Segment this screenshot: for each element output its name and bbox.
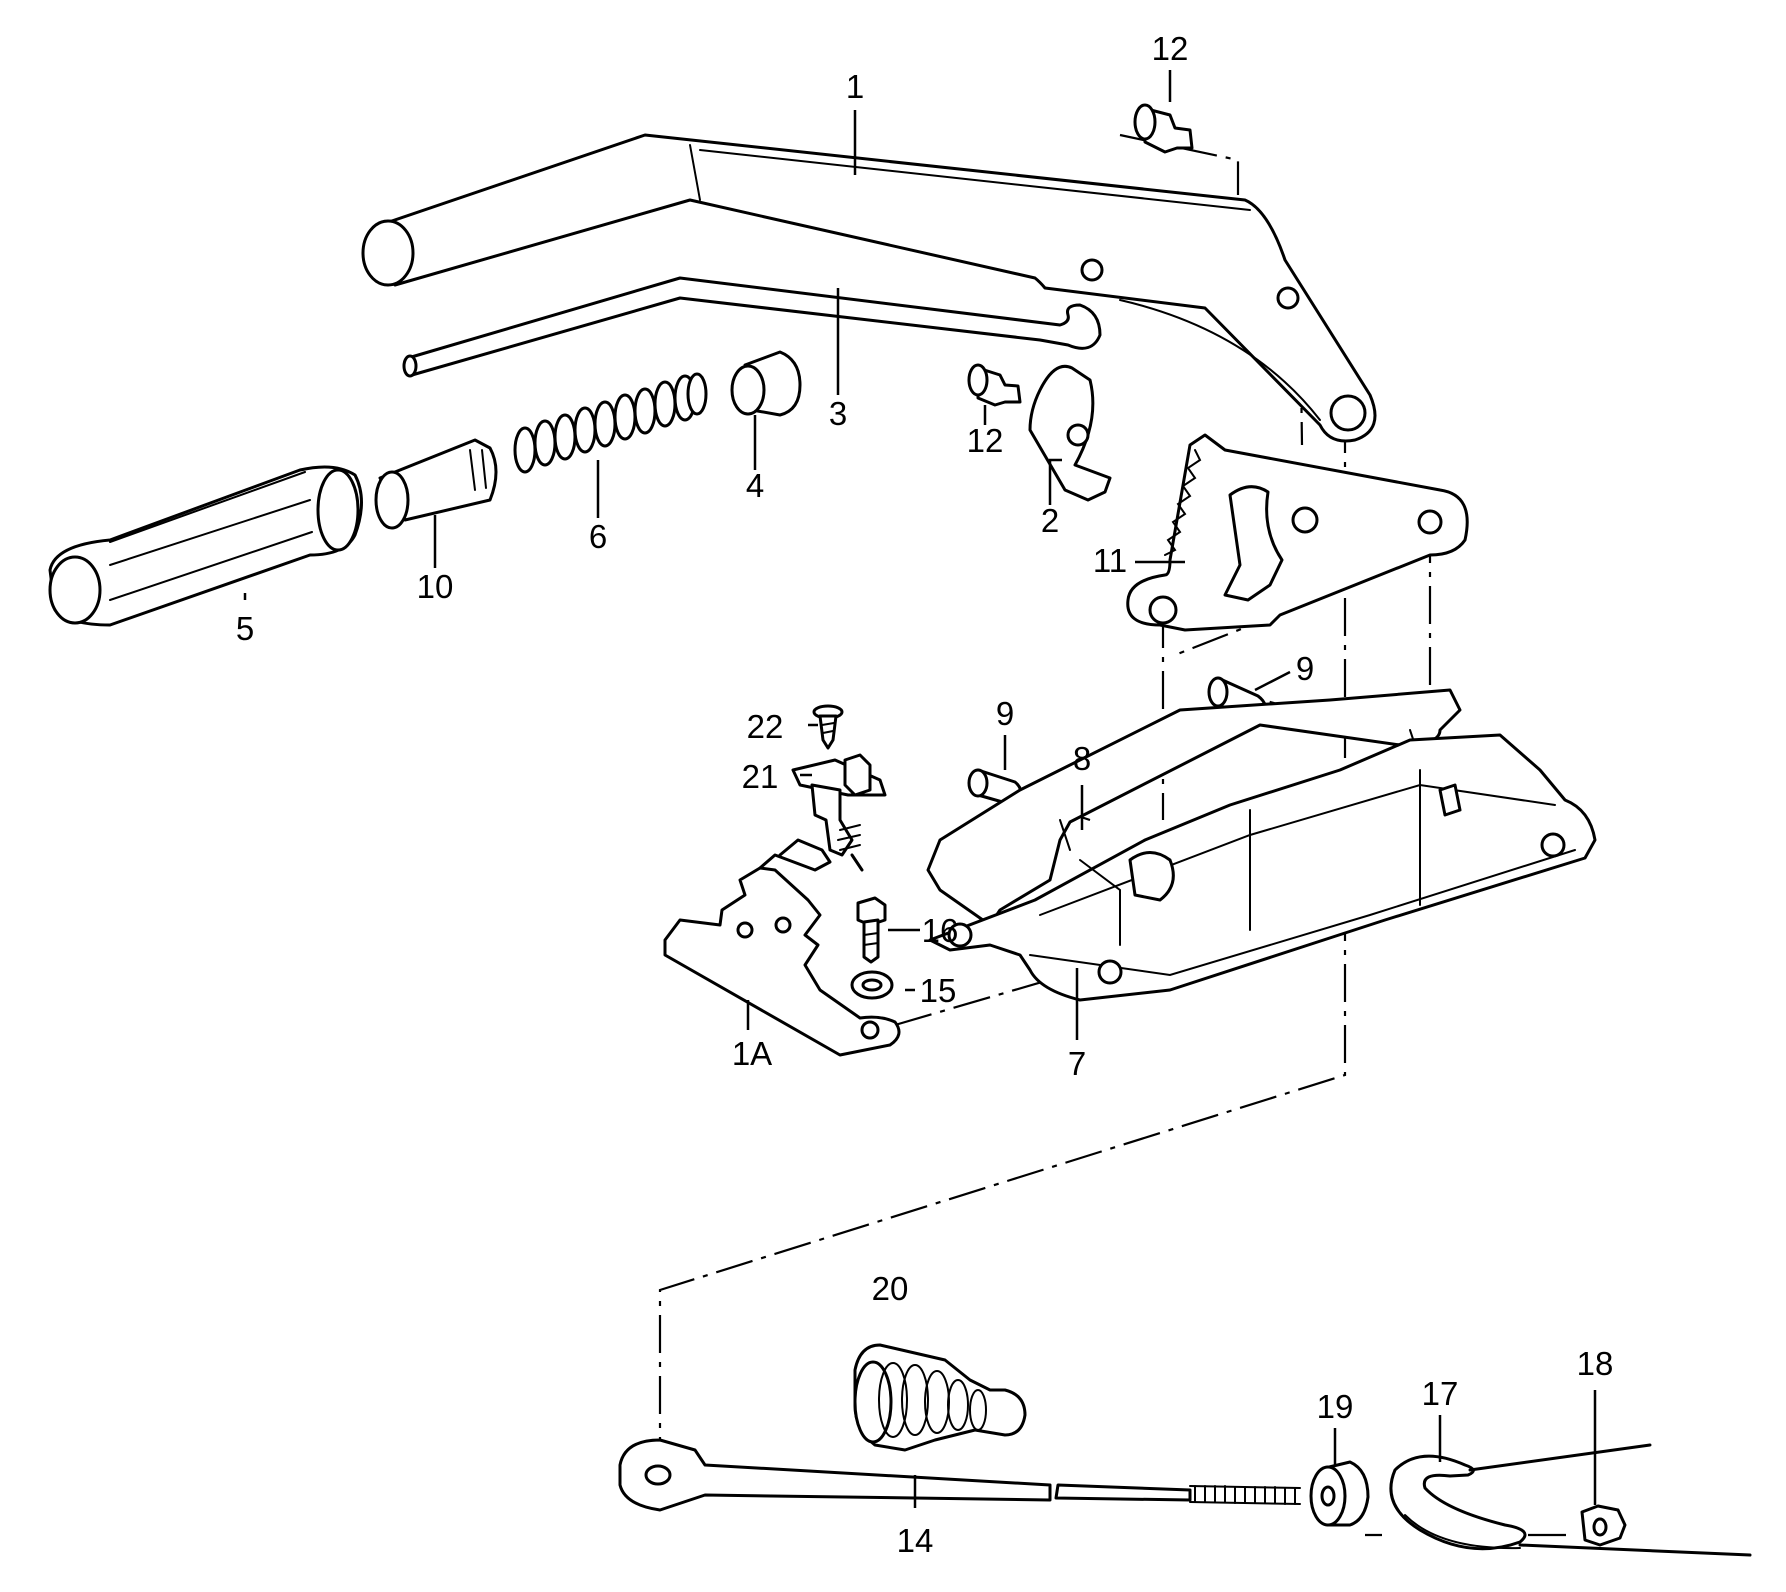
label-21: 21: [742, 758, 779, 795]
label-2: 2: [1041, 502, 1059, 539]
label-10: 10: [417, 568, 454, 605]
washer: [850, 970, 894, 1000]
label-15: 15: [920, 972, 957, 1009]
label-8: 8: [1073, 740, 1091, 777]
nut-19: [1309, 1460, 1370, 1527]
nut-18: [1580, 1504, 1627, 1547]
button-cap: [374, 438, 498, 530]
label-14: 14: [897, 1522, 934, 1559]
spring: [513, 372, 708, 474]
part-labels: 1 12 3 12 2 4 6 10 5 11 9 9 8 22 21 16 1…: [236, 30, 1614, 1559]
label-1: 1: [846, 68, 864, 105]
label-7: 7: [1068, 1045, 1086, 1082]
release-rod: [402, 276, 1102, 378]
bolt: [856, 896, 887, 964]
label-18: 18: [1577, 1345, 1614, 1382]
label-9-upper: 9: [1296, 650, 1314, 687]
label-16: 16: [922, 912, 959, 949]
mounting-base: [928, 733, 1597, 1002]
ratchet-segment: [1126, 433, 1469, 632]
label-12-lower: 12: [967, 422, 1004, 459]
compensator: [1389, 1443, 1752, 1557]
leader-lines: [243, 70, 1597, 1508]
pin-lower: [967, 363, 1022, 407]
label-3: 3: [829, 395, 847, 432]
label-20: 20: [872, 1270, 909, 1307]
label-1a: 1A: [732, 1035, 772, 1072]
screw: [812, 704, 844, 750]
label-19: 19: [1317, 1388, 1354, 1425]
label-6: 6: [589, 518, 607, 555]
label-17: 17: [1422, 1375, 1459, 1412]
pawl: [1028, 364, 1112, 502]
rubber-boot: [853, 1343, 1027, 1452]
pin-top: [1133, 103, 1194, 154]
handle-grip: [48, 465, 363, 627]
label-4: 4: [746, 467, 764, 504]
cover-plate: [663, 838, 901, 1057]
label-22: 22: [747, 708, 784, 745]
label-12-top: 12: [1152, 30, 1189, 67]
label-11: 11: [1093, 542, 1127, 579]
brake-lever: [361, 133, 1377, 443]
switch: [791, 753, 887, 872]
label-5: 5: [236, 610, 254, 647]
sleeve: [730, 350, 802, 417]
label-9-left: 9: [996, 695, 1014, 732]
brake-cable: [618, 1438, 1301, 1512]
